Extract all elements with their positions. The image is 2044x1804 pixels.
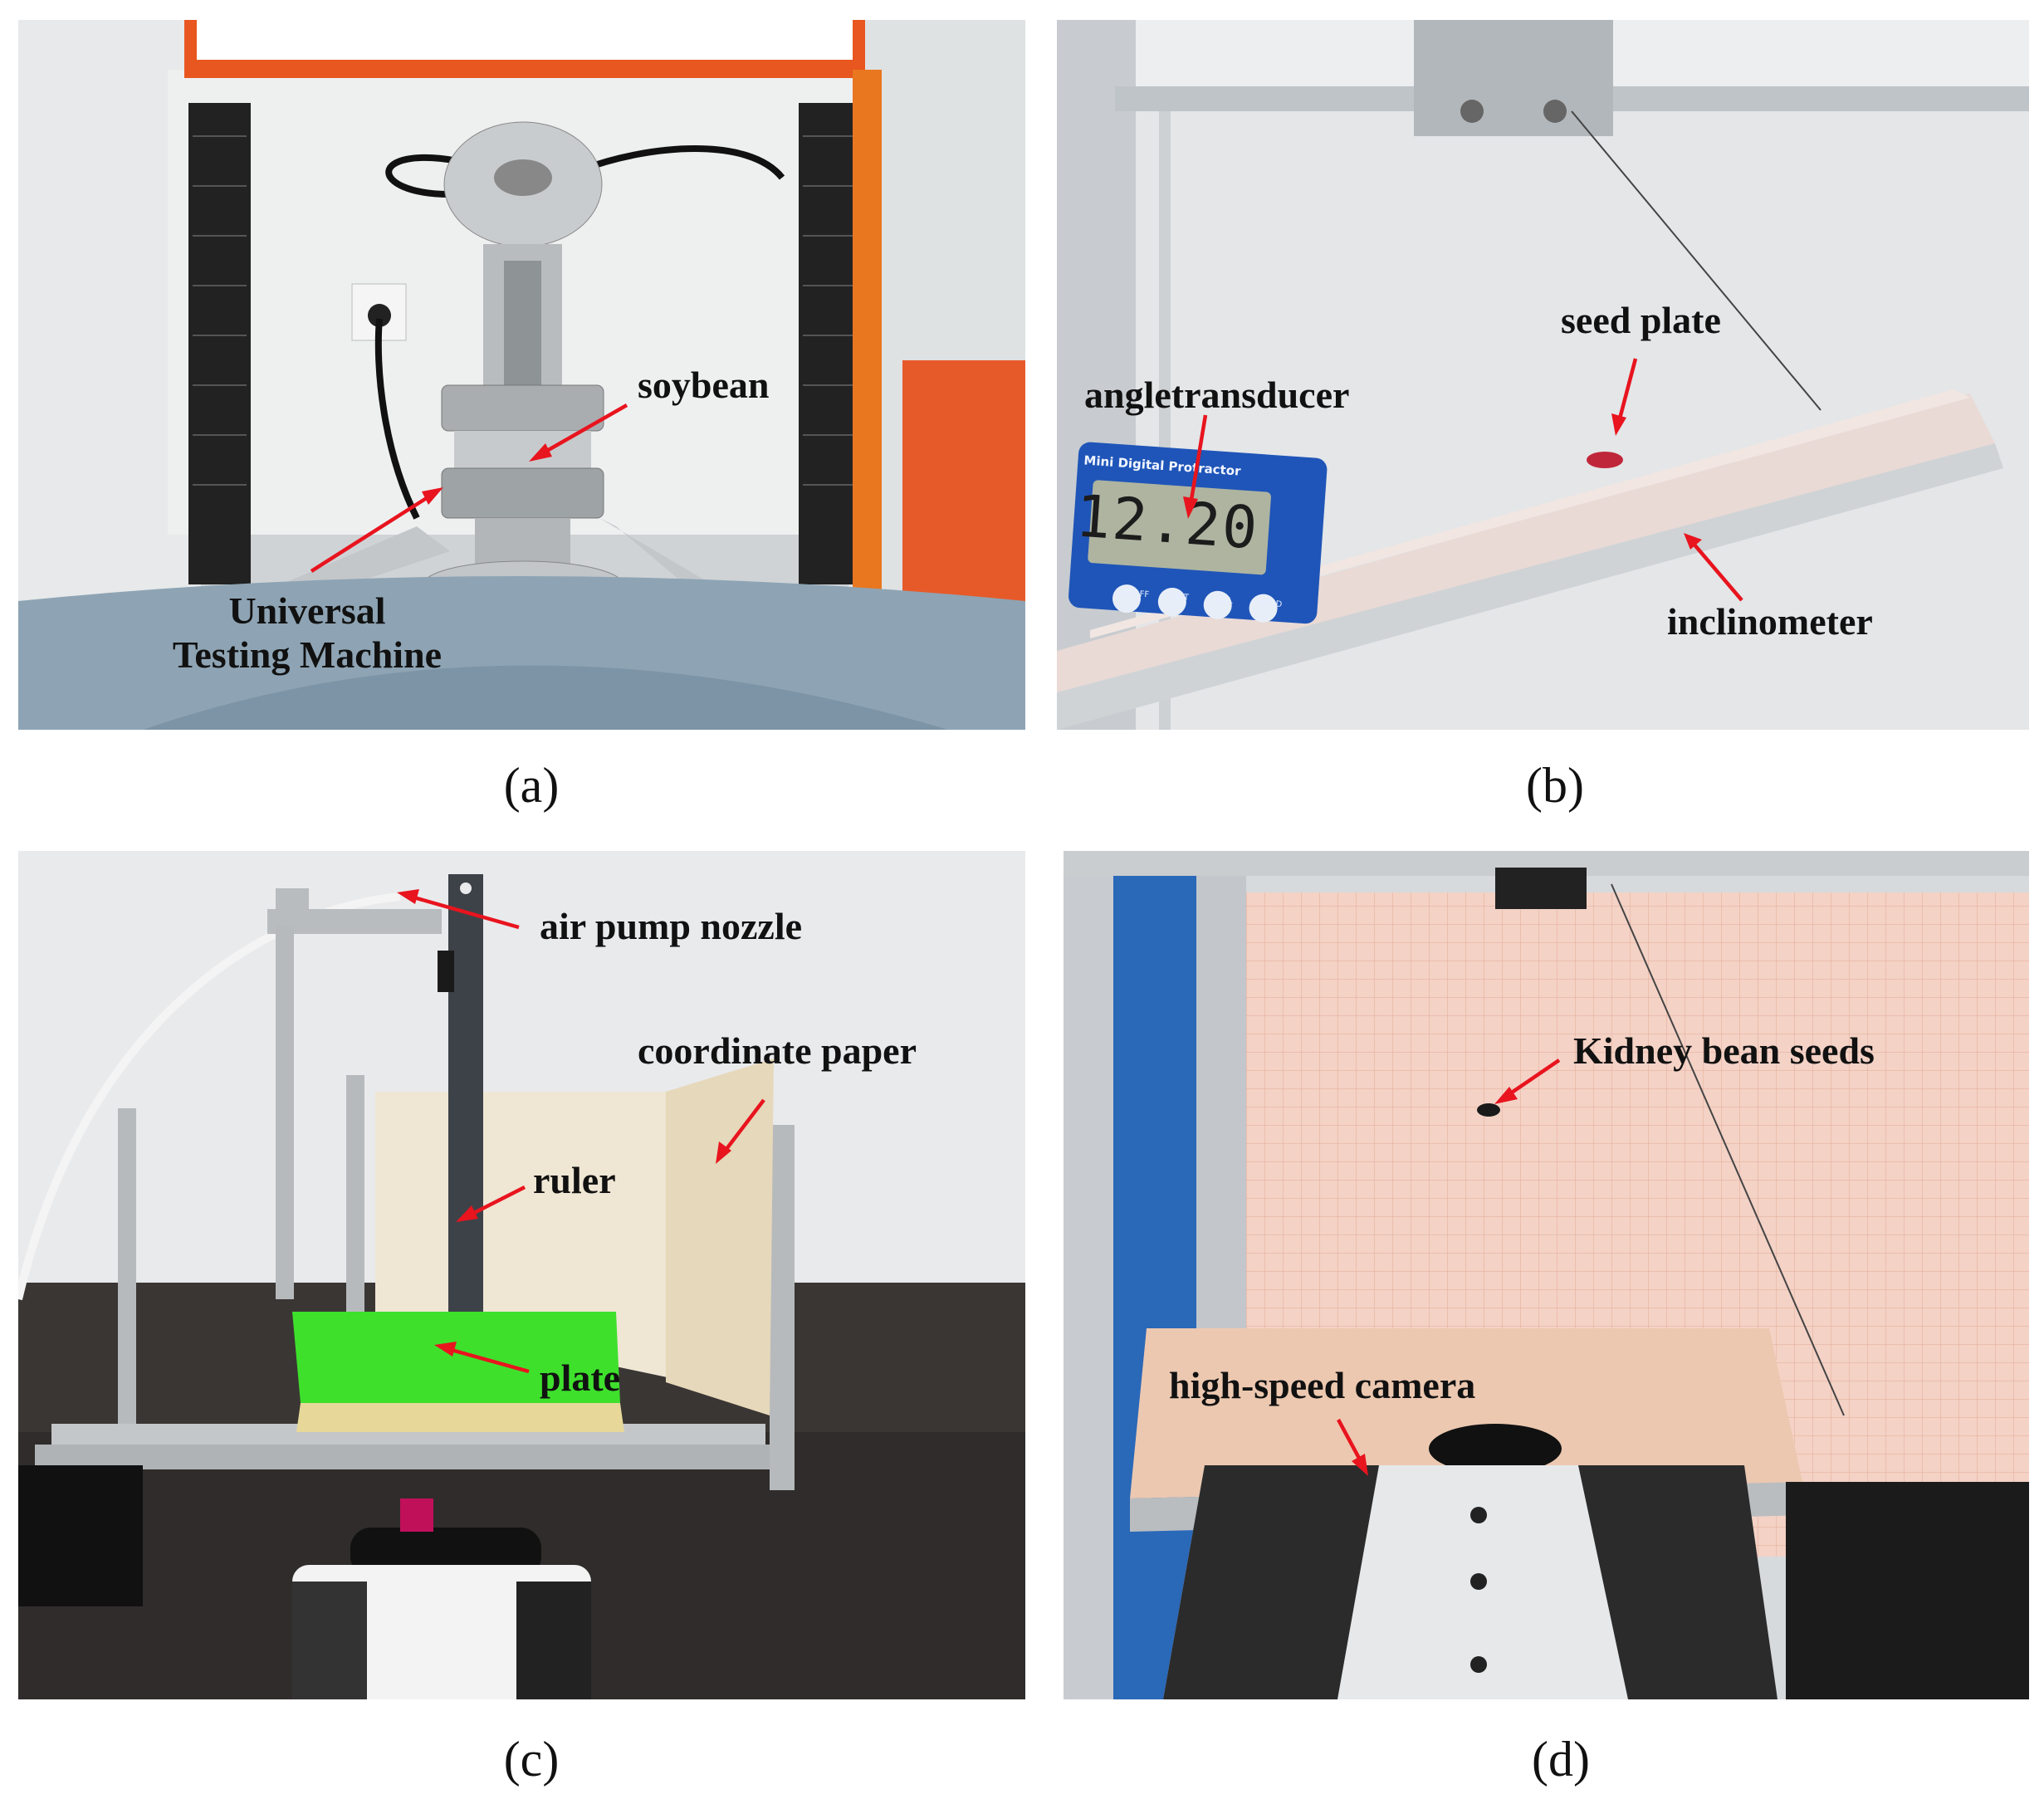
panel-d-photo: [1064, 851, 2029, 1699]
label-ruler: ruler: [533, 1159, 616, 1201]
panel-a-photo: [18, 20, 1025, 730]
caption-d: (d): [1532, 1732, 1590, 1787]
air-pump-rig-photo: [18, 851, 1025, 1699]
protractor-reading: 12.20: [1073, 482, 1261, 563]
panel-c-photo: [18, 851, 1025, 1699]
label-plate: plate: [540, 1357, 621, 1399]
label-high-speed-camera: high-speed camera: [1169, 1364, 1476, 1406]
universal-testing-machine-photo: [18, 20, 1025, 730]
high-speed-camera-rig-photo: [1064, 851, 2029, 1699]
caption-b: (b): [1526, 758, 1584, 813]
label-seed-plate: seed plate: [1561, 299, 1721, 341]
label-universal-line2: Testing Machine: [172, 633, 443, 676]
label-universal-testing-machine: Universal Testing Machine: [154, 589, 461, 677]
label-coordinate-paper: coordinate paper: [638, 1029, 917, 1072]
panel-b-photo: [1057, 20, 2029, 730]
label-inclinometer: inclinometer: [1667, 600, 1873, 643]
caption-c: (c): [503, 1732, 560, 1787]
label-soybean: soybean: [638, 364, 770, 406]
label-kidney-bean-seeds: Kidney bean seeds: [1573, 1029, 1875, 1072]
caption-a: (a): [503, 758, 560, 813]
label-angle-transducer: angletransducer: [1084, 374, 1350, 416]
label-air-pump-nozzle: air pump nozzle: [540, 905, 803, 947]
label-universal-line1: Universal: [228, 589, 386, 632]
inclined-plate-rig-photo: [1057, 20, 2029, 730]
